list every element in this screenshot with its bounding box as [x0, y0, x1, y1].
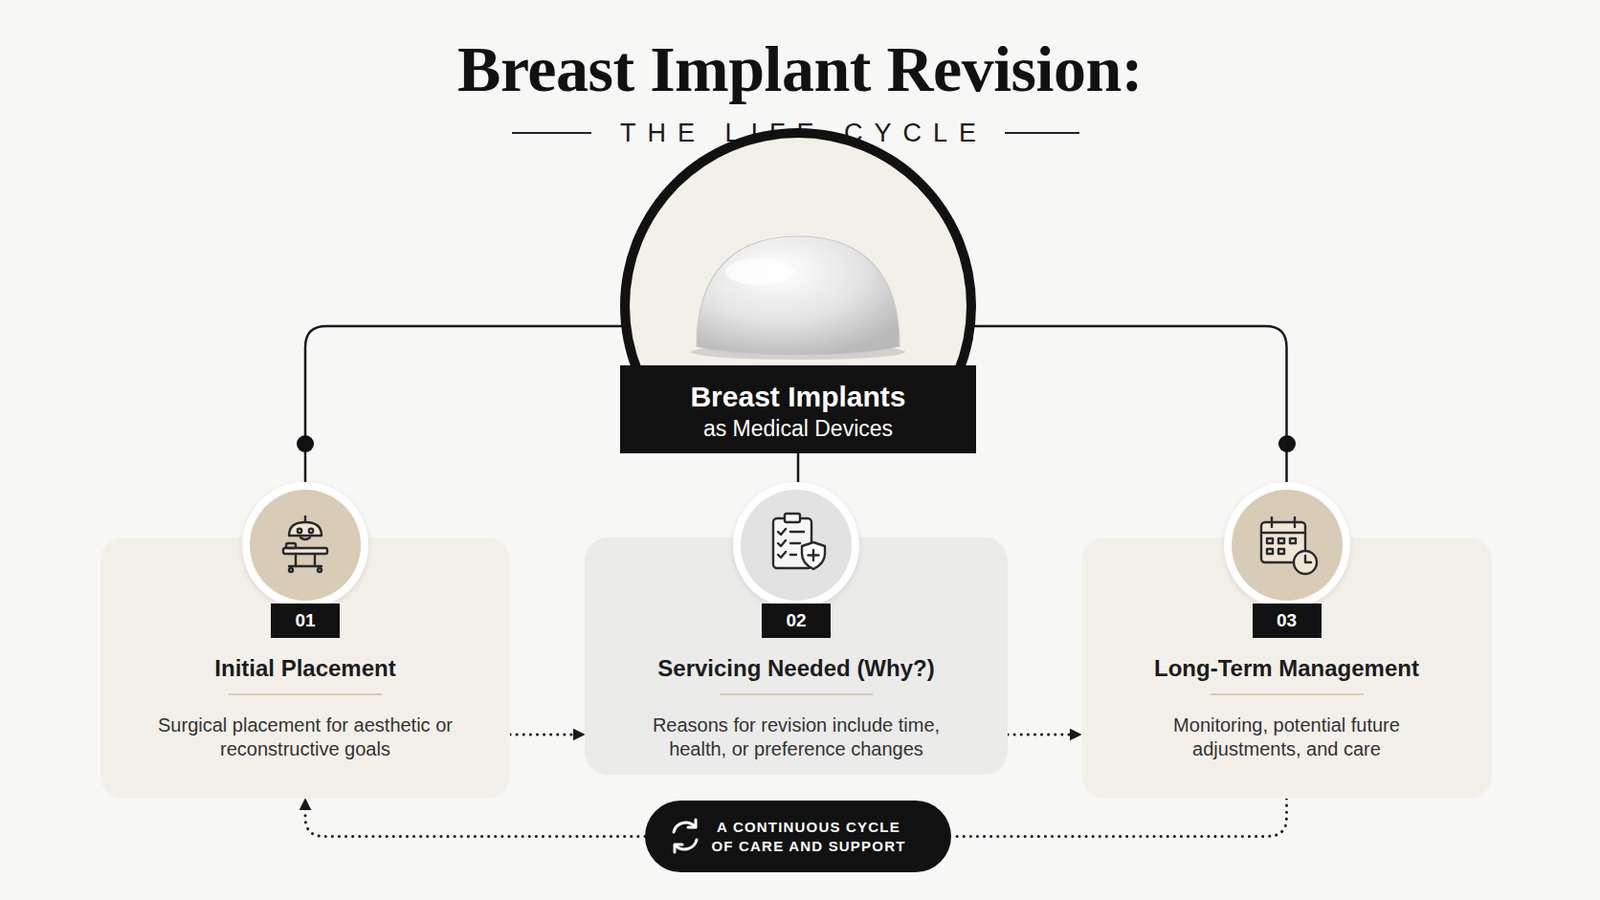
- step-card: 02Servicing Needed (Why?) Reasons for rev…: [584, 482, 1008, 776]
- branch-line: [797, 453, 800, 483]
- step-card: 03Long-Term ManagementMonitoring, potent…: [1081, 482, 1492, 800]
- heading-divider: [1210, 693, 1364, 696]
- diagram-title: Breast Implant Revision:: [0, 26, 1600, 112]
- step-heading: Long-Term Management: [1081, 650, 1492, 688]
- implant-illustration: [696, 236, 900, 356]
- cycle-pill: A CONTINUOUS CYCLE OF CARE AND SUPPORT: [644, 800, 952, 873]
- flow-arrow: [510, 733, 585, 737]
- step-description: Reasons for revision include time, healt…: [644, 713, 949, 762]
- heading-divider: [228, 693, 382, 696]
- icon-badge: [733, 482, 860, 609]
- step-heading: Servicing Needed (Why?): [584, 650, 1008, 688]
- hub-title: Breast Implants: [620, 378, 977, 416]
- flow-arrow: [1007, 733, 1082, 737]
- icon-badge: [1223, 482, 1351, 609]
- hub-band: [620, 365, 977, 454]
- cycle-caption: A CONTINUOUS CYCLE OF CARE AND SUPPORT: [704, 818, 913, 857]
- icon-badge-fill: [1231, 489, 1343, 601]
- icon-badge-fill: [740, 489, 852, 601]
- step-card: 01Initial PlacementSurgical placement fo…: [100, 482, 511, 800]
- hub-ring: [620, 128, 977, 454]
- implant-highlight: [725, 258, 795, 286]
- hub-subtitle: as Medical Devices: [620, 415, 977, 443]
- icon-badge-fill: [249, 489, 361, 601]
- branch-line: [975, 326, 1288, 483]
- heading-divider: [719, 693, 873, 696]
- subtitle-rule: [511, 132, 592, 134]
- step-number: 02: [761, 603, 831, 639]
- branch-line: [305, 326, 622, 483]
- step-number: 01: [270, 603, 340, 639]
- flow-arrow: [305, 799, 645, 838]
- icon-badge: [242, 482, 369, 609]
- connector-dot: [1278, 435, 1296, 453]
- connector-dot: [296, 435, 314, 453]
- hub-shape: [620, 128, 977, 454]
- subtitle-rule: [1004, 132, 1080, 134]
- step-number: 03: [1252, 603, 1322, 639]
- step-heading: Initial Placement: [100, 650, 511, 688]
- hub-circle: Breast Implantsas Medical Devices: [620, 128, 977, 454]
- step-description: Surgical placement for aesthetic or reco…: [153, 713, 458, 762]
- flow-arrow: [951, 799, 1288, 838]
- step-description: Monitoring, potential future adjustments…: [1134, 713, 1440, 762]
